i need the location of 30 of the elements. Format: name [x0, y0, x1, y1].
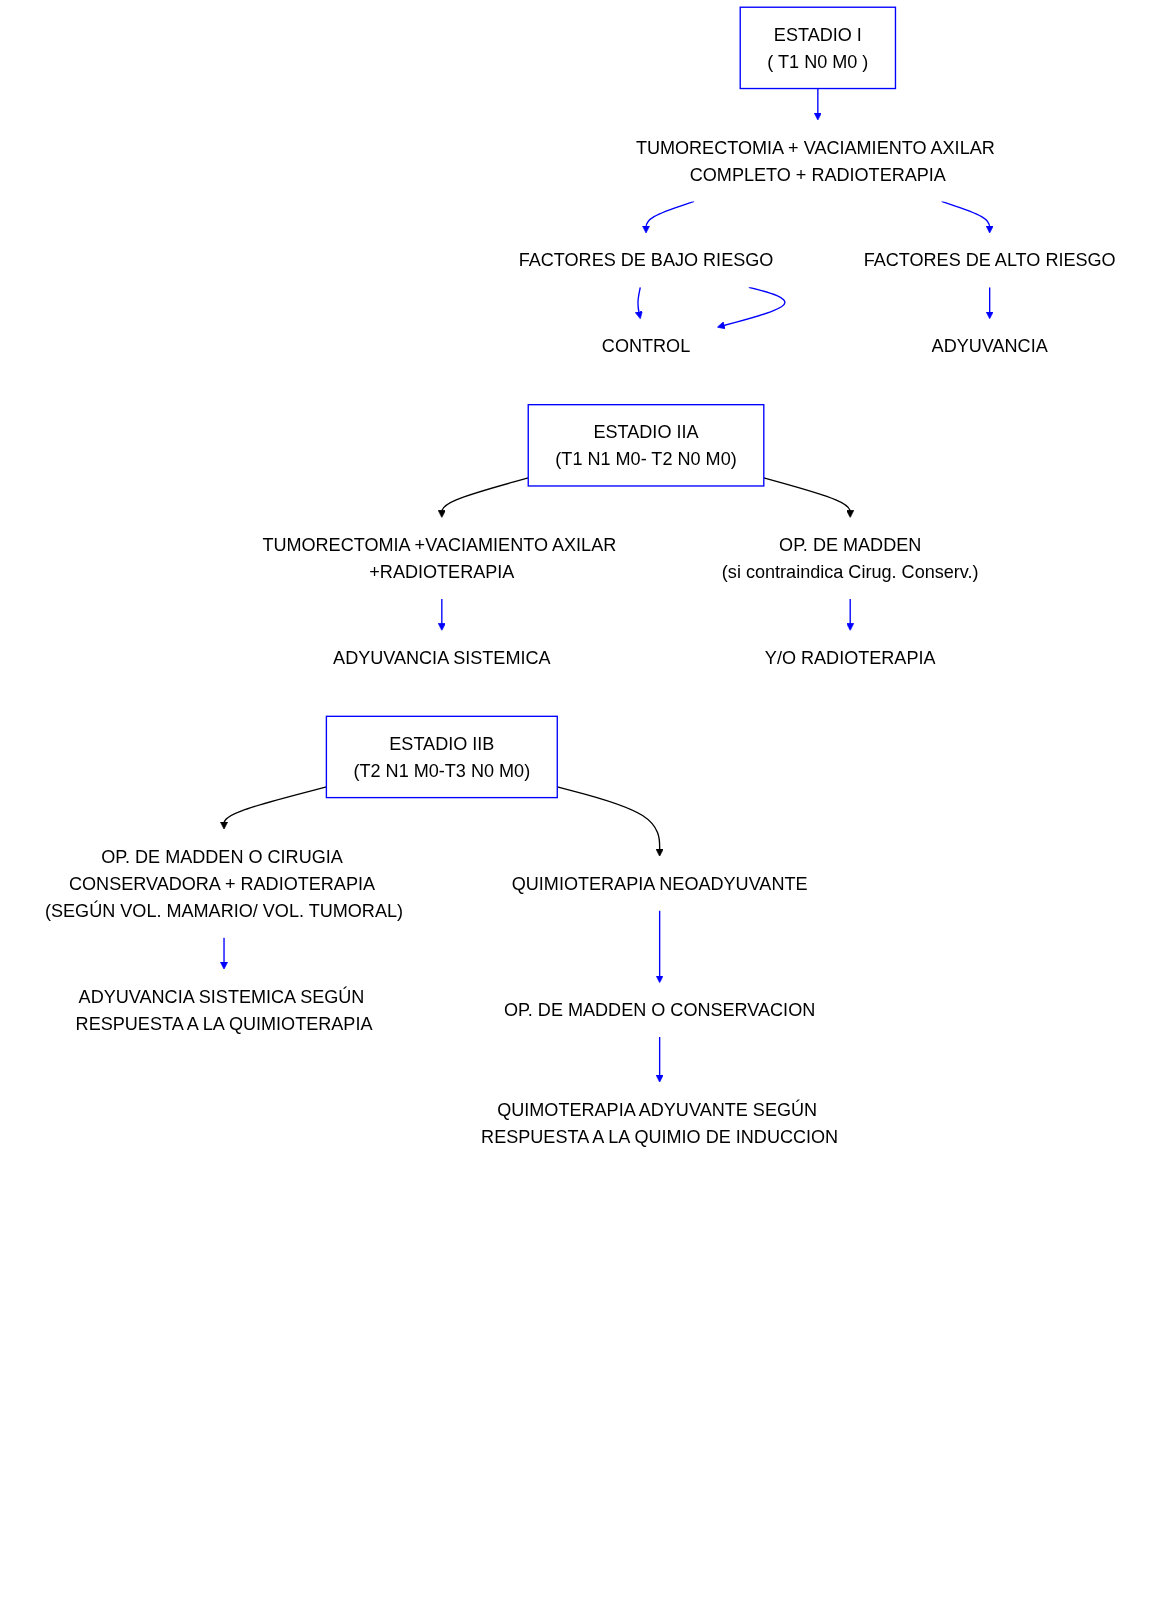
node-box: ESTADIO I ( T1 N0 M0 )	[739, 6, 897, 90]
node-text: Y/O RADIOTERAPIA	[764, 647, 936, 668]
arrow	[985, 286, 994, 320]
node-text: ADYUVANCIA SISTEMICA	[333, 647, 551, 668]
node-text: TUMORECTOMIA +VACIAMIENTO AXILAR +RADIOTERAPIA	[262, 534, 617, 582]
node-text: OP. DE MADDEN O CONSERVACION	[504, 999, 816, 1020]
arrow	[813, 87, 822, 121]
arrow	[940, 200, 994, 234]
arrow	[846, 598, 855, 631]
node-text: FACTORES DE ALTO RIESGO	[863, 250, 1116, 271]
arrow	[763, 477, 855, 518]
arrow	[634, 286, 643, 320]
node-box: ESTADIO IIA (T1 N1 M0- T2 N0 M0)	[527, 404, 765, 487]
node-text: TUMORECTOMIA + VACIAMIENTO AXILAR COMPLETO + RADIOTERAPIA	[635, 137, 995, 185]
node-text: ADYUVANCIA	[931, 336, 1048, 356]
arrow	[437, 477, 529, 518]
node-text: QUIMIOTERAPIA NEOADYUVANTE	[511, 873, 808, 894]
node-text: CONTROL	[601, 336, 691, 356]
arrow	[655, 1036, 664, 1083]
node-text: OP. DE MADDEN (si contraindica Cirug. Conserv.)	[721, 534, 979, 582]
node-box: ESTADIO IIB (T2 N1 M0-T3 N0 M0)	[325, 715, 558, 799]
arrow	[655, 909, 664, 984]
node-text: ADYUVANCIA SISTEMICA SEGÚN RESPUESTA A LA QUIMIOTERAPIA	[75, 986, 373, 1034]
arrow	[716, 286, 786, 330]
arrow	[437, 598, 446, 631]
arrow	[642, 200, 695, 234]
node-text: OP. DE MADDEN O CIRUGIA CONSERVADORA + RADIOTERAPIA (SEGÚN VOL. MAMARIO/ VOL. TUMORAL)	[45, 846, 404, 921]
node-text: QUIMOTERAPIA ADYUVANTE SEGÚN RESPUESTA A LA QUIMIO DE INDUCCION	[481, 1099, 839, 1147]
arrow	[220, 936, 228, 970]
node-text: FACTORES DE BAJO RIESGO	[518, 250, 774, 271]
